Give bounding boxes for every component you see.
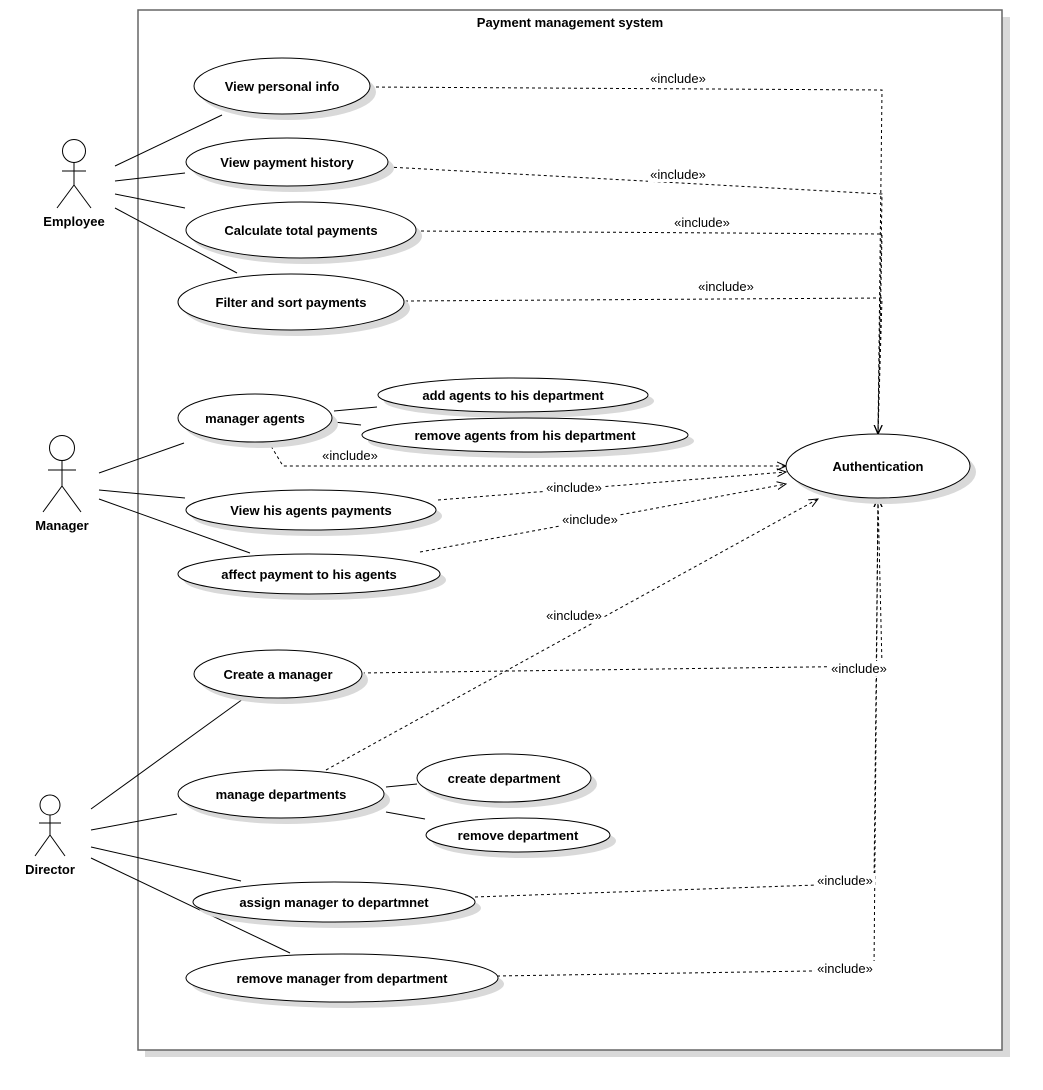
actor-head-icon [49,435,75,461]
use-case-view-personal-info: View personal info [193,57,376,120]
system-title: Payment management system [477,15,663,30]
use-case-calculate-total-payments: Calculate total payments [185,201,422,264]
actor-label: Employee [43,214,104,229]
actor-manager: Manager [35,435,89,533]
svg-text:assign manager to departmnet: assign manager to departmnet [239,895,429,910]
use-case-affect-payment: affect payment to his agents [177,553,446,600]
actor-employee: Employee [43,139,105,229]
include-label: «include» [322,448,378,463]
use-case-view-payment-history: View payment history [185,137,394,192]
include-label: «include» [674,215,730,230]
use-case-remove-manager: remove manager from department [185,953,504,1008]
use-case-create-department: create department [416,753,597,808]
include-label: «include» [546,608,602,623]
include-label: «include» [831,661,887,676]
include-view-payment-history [387,166,882,434]
include-label: «include» [650,71,706,86]
use-case-authentication: Authentication [785,433,976,504]
use-case-create-manager: Create a manager [193,649,368,704]
include-view-agents-payments [437,472,786,501]
include-view-personal-info [369,86,882,434]
svg-text:add agents to his department: add agents to his department [422,388,604,403]
svg-text:manager agents: manager agents [205,411,305,426]
include-label: «include» [817,873,873,888]
svg-text:View personal info: View personal info [225,79,340,94]
use-case-manage-departments: manage departments [177,769,390,824]
include-label: «include» [698,279,754,294]
include-create-manager [361,498,882,674]
svg-text:Filter and sort payments: Filter and sort payments [216,295,367,310]
svg-text:View payment history: View payment history [220,155,354,170]
svg-text:remove manager from department: remove manager from department [237,971,449,986]
svg-text:remove agents from his departm: remove agents from his department [414,428,636,443]
use-case-remove-department: remove department [425,817,616,858]
include-label: «include» [650,167,706,182]
actor-director: Director [25,794,75,877]
associations [90,114,426,954]
include-manage-departments [325,499,818,771]
svg-text:remove department: remove department [458,828,579,843]
include-label: «include» [817,961,873,976]
svg-text:View his agents payments: View his agents payments [230,503,392,518]
use-case-manager-agents: manager agents [177,393,338,448]
svg-text:affect payment to his agents: affect payment to his agents [221,567,397,582]
actor-head-icon [62,139,86,163]
include-label: «include» [562,512,618,527]
svg-text:Calculate total payments: Calculate total payments [224,223,377,238]
svg-text:manage departments: manage departments [216,787,347,802]
svg-text:create department: create department [448,771,561,786]
use-case-remove-agents: remove agents from his department [361,417,694,458]
svg-text:Create a manager: Create a manager [223,667,332,682]
svg-text:Authentication: Authentication [833,459,924,474]
include-labels: «include» «include» «include» «include» … [320,71,889,976]
actor-head-icon [39,794,61,816]
actor-label: Manager [35,518,88,533]
include-dependencies [267,86,882,977]
use-case-assign-manager: assign manager to departmnet [192,881,481,928]
use-case-filter-sort-payments: Filter and sort payments [177,273,410,336]
include-remove-manager [496,498,878,977]
use-case-view-agents-payments: View his agents payments [185,489,442,536]
include-label: «include» [546,480,602,495]
include-calculate-total [414,230,882,434]
use-case-add-agents: add agents to his department [377,377,654,418]
actor-label: Director [25,862,75,877]
